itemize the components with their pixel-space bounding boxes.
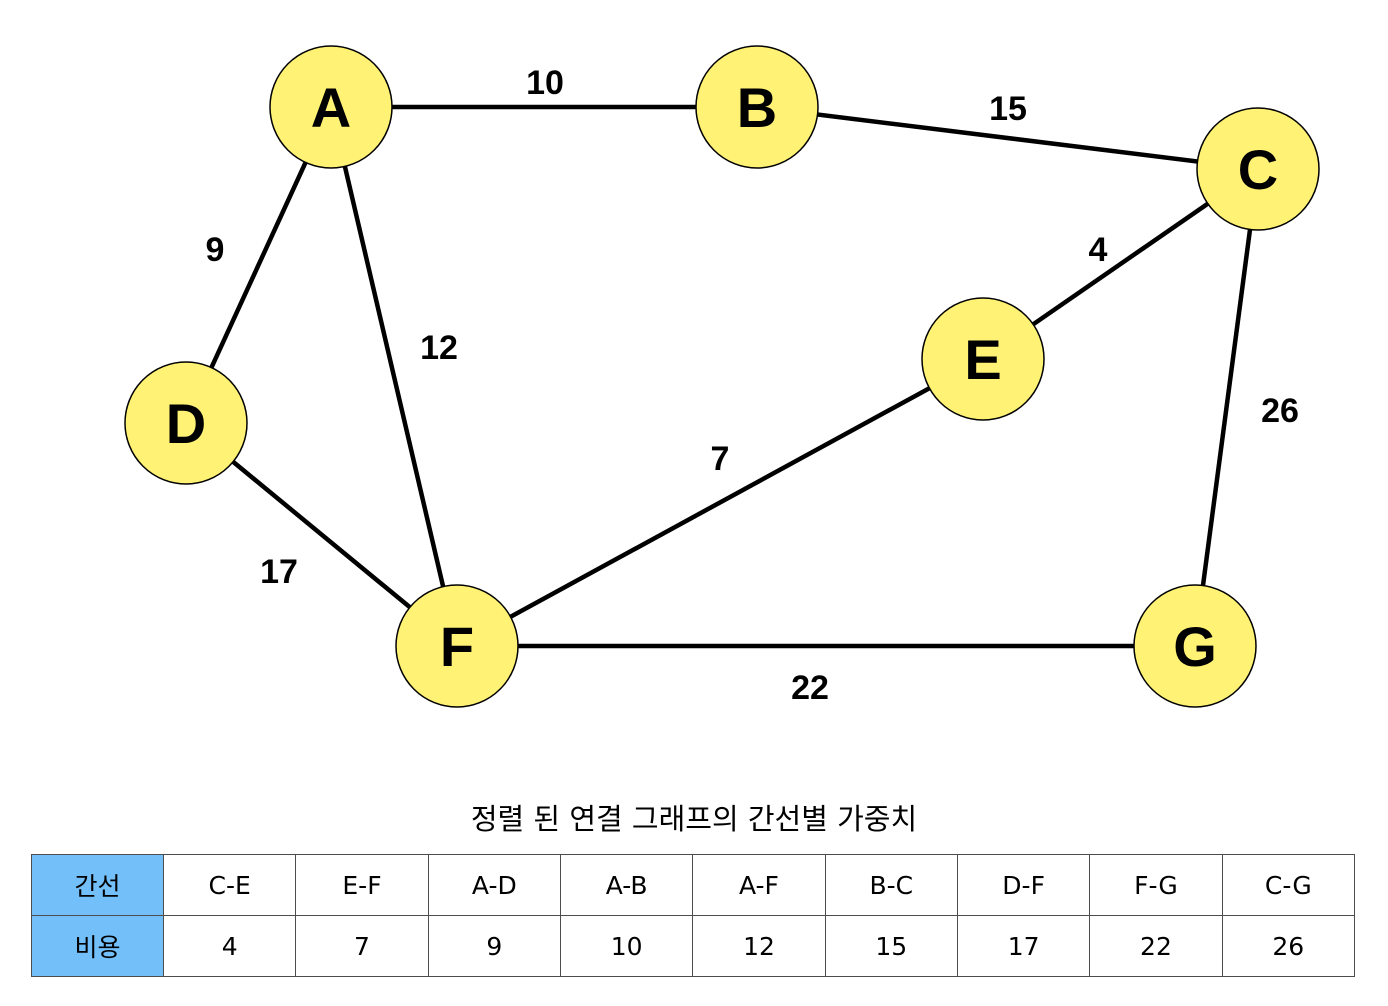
- node-f: F: [395, 584, 519, 708]
- cost-cell: 9: [427, 915, 561, 977]
- node-c: C: [1196, 107, 1320, 231]
- node-label: F: [440, 615, 474, 678]
- cost-cell: 17: [956, 915, 1091, 977]
- edge-weight-a-d: 9: [206, 231, 225, 269]
- node-circle: [1196, 107, 1320, 231]
- graph-edges: [183, 104, 1261, 649]
- edge-weights: 10 15 9 12 4 26 7 17 22: [206, 64, 1299, 707]
- node-d: D: [124, 361, 248, 485]
- node-label: A: [311, 76, 351, 139]
- edge-weight-c-g: 26: [1261, 392, 1299, 430]
- cost-cell: 7: [295, 915, 429, 977]
- cost-cell: 10: [559, 915, 694, 977]
- graph-nodes: A B C D E F G: [124, 45, 1320, 708]
- edge-weight-f-g: 22: [791, 669, 829, 707]
- edge-weight-d-f: 17: [260, 553, 298, 591]
- edge-e-f: [455, 357, 985, 648]
- cost-cell: 22: [1089, 915, 1223, 977]
- node-label: D: [166, 392, 206, 455]
- cost-cell: 26: [1221, 915, 1356, 977]
- cost-row: 비용 4 7 9 10 12 15 17 22 26: [31, 915, 1356, 977]
- cost-cell: 15: [824, 915, 958, 977]
- edge-cell: F-G: [1089, 854, 1223, 916]
- cost-cell: 4: [162, 915, 297, 977]
- edge-cell: E-F: [295, 854, 429, 916]
- edge-weight-a-f: 12: [420, 329, 458, 367]
- edge-cell: C-E: [162, 854, 297, 916]
- node-circle: [695, 45, 819, 169]
- edge-c-g: [1192, 168, 1261, 647]
- node-g: G: [1133, 584, 1257, 708]
- node-circle: [1133, 584, 1257, 708]
- edge-weight-b-c: 15: [989, 90, 1027, 128]
- edge-cell: B-C: [824, 854, 958, 916]
- node-b: B: [695, 45, 819, 169]
- node-label: G: [1173, 615, 1217, 678]
- edge-cell: A-F: [692, 854, 826, 916]
- edge-cell: A-B: [559, 854, 694, 916]
- node-circle: [395, 584, 519, 708]
- edge-weight-c-e: 4: [1089, 231, 1108, 269]
- edge-b-c: [756, 104, 1259, 172]
- edge-weight-a-b: 10: [526, 64, 564, 102]
- cost-cell: 12: [692, 915, 826, 977]
- node-label: B: [737, 76, 777, 139]
- edge-cell: A-D: [427, 854, 561, 916]
- node-circle: [269, 45, 393, 169]
- edge-row-header: 간선: [31, 854, 164, 916]
- table-caption: 정렬 된 연결 그래프의 간선별 가중치: [470, 802, 918, 836]
- edge-weight-e-f: 7: [711, 440, 730, 478]
- node-label: E: [964, 328, 1001, 391]
- edge-weight-table: 간선 C-E E-F A-D A-B A-F B-C D-F F-G C-G 비…: [31, 854, 1356, 977]
- node-a: A: [269, 45, 393, 169]
- edge-cell: D-F: [956, 854, 1091, 916]
- node-e: E: [921, 297, 1045, 421]
- node-label: C: [1238, 138, 1278, 201]
- edge-a-f: [328, 106, 460, 647]
- edge-row: 간선 C-E E-F A-D A-B A-F B-C D-F F-G C-G: [31, 854, 1356, 916]
- cost-row-header: 비용: [31, 915, 164, 977]
- node-circle: [124, 361, 248, 485]
- graph-diagram: 10 15 9 12 4 26 7 17 22 A B C D E F G: [124, 45, 1320, 708]
- edge-cell: C-G: [1221, 854, 1356, 916]
- node-circle: [921, 297, 1045, 421]
